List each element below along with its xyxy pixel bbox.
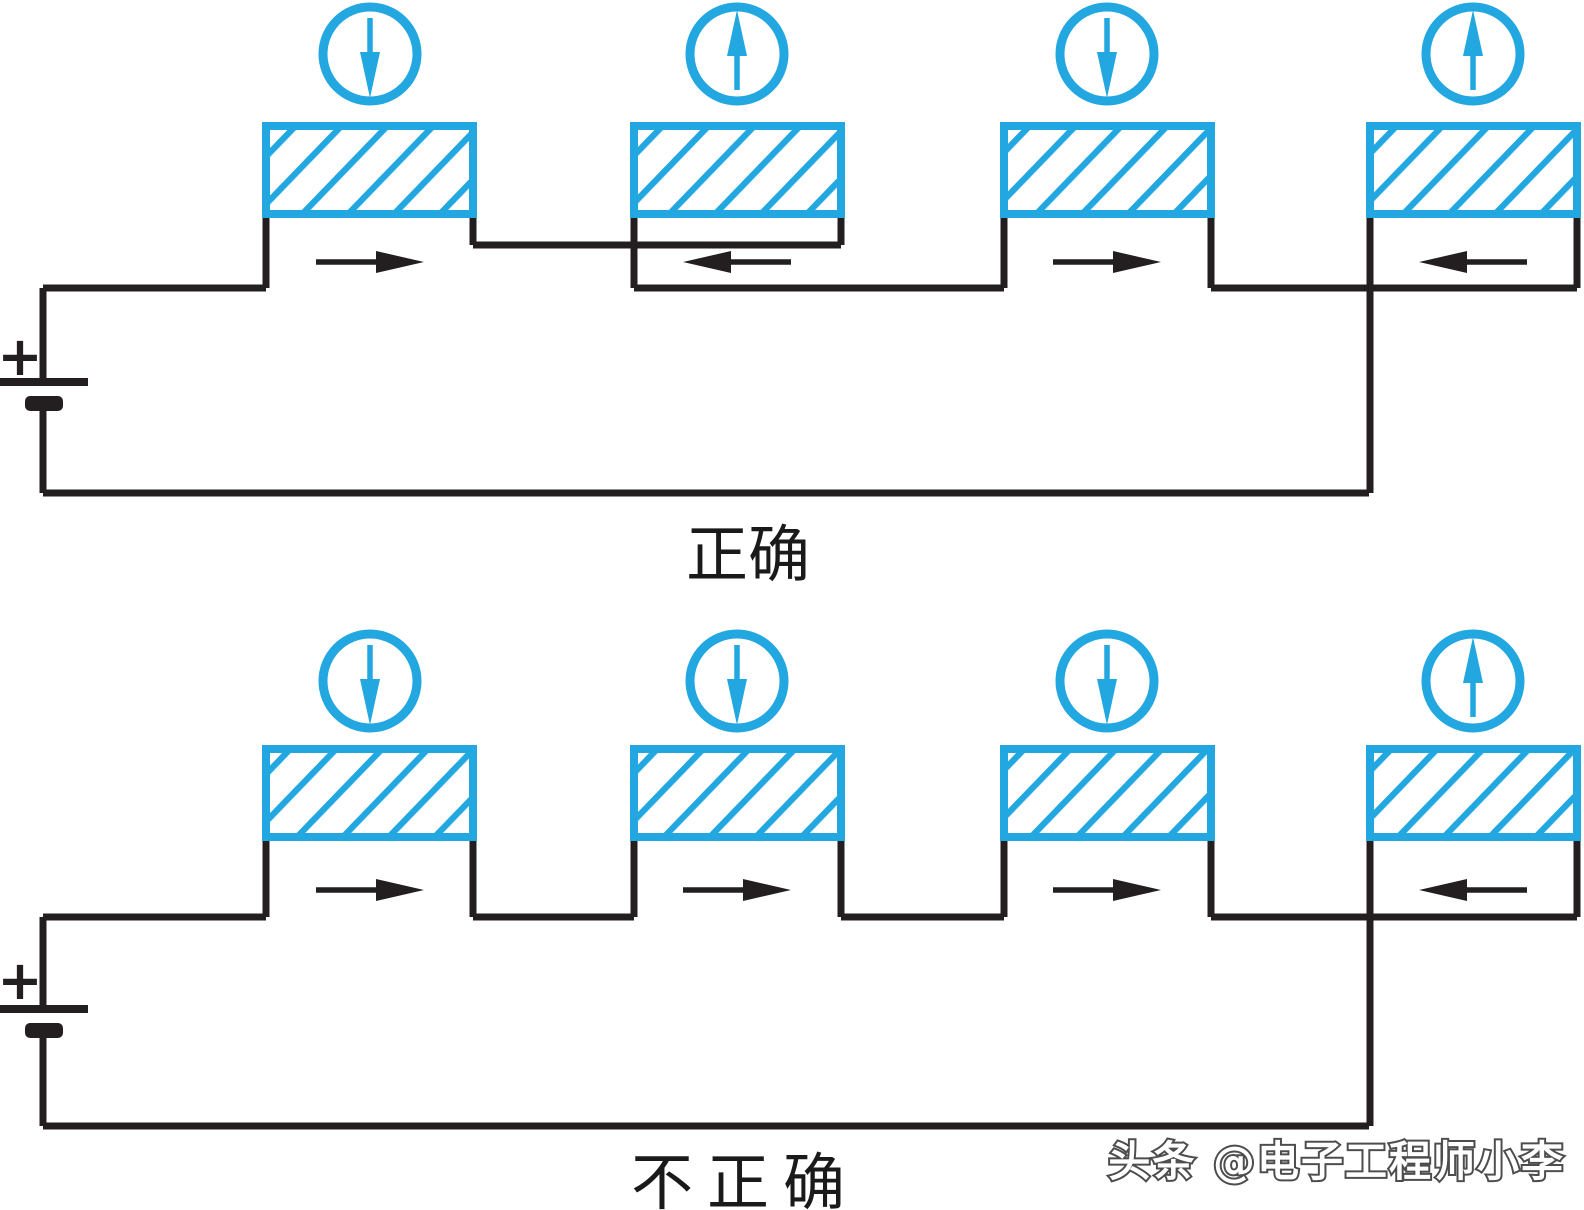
meter-pointer-icon bbox=[360, 645, 380, 725]
coil-hatched bbox=[262, 122, 477, 218]
battery: + bbox=[0, 949, 88, 1038]
current-arrow-icon bbox=[1053, 251, 1161, 273]
circuit-incorrect: + bbox=[0, 629, 1581, 1210]
meter-pointer-icon bbox=[1097, 645, 1117, 725]
caption-correct: 正确 bbox=[686, 522, 810, 590]
battery-plus-label: + bbox=[0, 949, 43, 1012]
caption-incorrect: 不正确 bbox=[631, 1150, 859, 1210]
meter bbox=[318, 2, 422, 106]
current-arrow-icon bbox=[683, 879, 791, 901]
meter-pointer-icon bbox=[1463, 10, 1483, 90]
battery-plus-label: + bbox=[0, 325, 43, 388]
meter-pointer-icon bbox=[727, 645, 747, 725]
current-arrow-icon bbox=[1419, 251, 1527, 273]
circuit-correct: + bbox=[0, 2, 1581, 590]
coil-hatched bbox=[1000, 745, 1215, 841]
meter-pointer-icon bbox=[727, 10, 747, 90]
wire-path bbox=[39, 841, 1581, 1130]
current-arrow-icon bbox=[316, 251, 424, 273]
meter-pointer-icon bbox=[1097, 18, 1117, 98]
meter bbox=[1421, 629, 1525, 733]
meter bbox=[1055, 629, 1159, 733]
coil-hatched bbox=[630, 745, 845, 841]
coil-hatched bbox=[262, 745, 477, 841]
current-arrow-icon bbox=[316, 879, 424, 901]
battery-negative-plate bbox=[25, 396, 63, 411]
meter-pointer-icon bbox=[360, 18, 380, 98]
meter bbox=[318, 629, 422, 733]
meter bbox=[1421, 2, 1525, 106]
wire-path bbox=[39, 218, 1581, 497]
coil-hatched bbox=[1366, 745, 1581, 841]
coil-hatched bbox=[1000, 122, 1215, 218]
coil-hatched bbox=[1366, 122, 1581, 218]
meter bbox=[1055, 2, 1159, 106]
battery-negative-plate bbox=[25, 1023, 63, 1038]
watermark: 头条 @电子工程师小李 bbox=[1108, 1137, 1565, 1186]
current-arrow-icon bbox=[1053, 879, 1161, 901]
coil-hatched bbox=[630, 122, 845, 218]
meter bbox=[685, 2, 789, 106]
current-arrow-icon bbox=[683, 251, 791, 273]
battery: + bbox=[0, 325, 88, 411]
meter bbox=[685, 629, 789, 733]
current-arrow-icon bbox=[1419, 879, 1527, 901]
meter-pointer-icon bbox=[1463, 637, 1483, 717]
